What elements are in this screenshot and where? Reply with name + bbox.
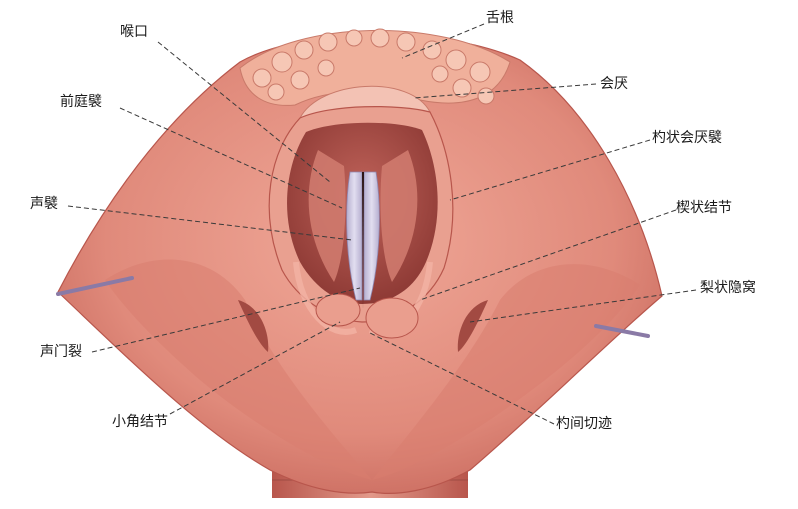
label-lizhuangyinwo: 梨状隐窝 xyxy=(700,280,756,296)
label-xiezhuangjiejie: 楔状结节 xyxy=(676,200,732,216)
leader-xiaojiaojiejie xyxy=(169,321,341,415)
leader-qiantingbi xyxy=(119,107,343,209)
label-xiaojiaojiejie: 小角结节 xyxy=(112,414,168,430)
vestibular-folds xyxy=(308,150,418,282)
label-zhuojianqieji: 杓间切迹 xyxy=(556,416,612,432)
piriform-recesses xyxy=(238,300,488,352)
label-shengmenlie: 声门裂 xyxy=(40,344,82,360)
leader-shegen xyxy=(401,23,485,59)
leader-zhuangzhuanghuiyanbi xyxy=(449,139,651,201)
leader-huiyan xyxy=(413,83,597,99)
retraction-pins xyxy=(56,276,650,338)
leader-xiezhuangjiejie xyxy=(419,209,677,301)
label-qiantingbi: 前庭襞 xyxy=(60,94,102,110)
vocal-folds xyxy=(346,171,380,310)
leader-shengmenlie xyxy=(91,287,361,353)
label-shegen: 舌根 xyxy=(486,10,514,26)
leader-zhuojianqieji xyxy=(367,331,555,425)
label-huiyan: 会厌 xyxy=(600,76,628,92)
aryepiglottic-folds xyxy=(293,261,433,339)
label-shengbi: 声襞 xyxy=(30,196,58,212)
leader-houkou xyxy=(157,41,331,183)
leader-lines xyxy=(67,23,697,425)
label-zhuangzhuanghuiyanbi: 杓状会厌襞 xyxy=(652,130,722,146)
leader-lizhuangyinwo xyxy=(469,289,697,323)
tongue-root xyxy=(239,28,511,106)
label-houkou: 喉口 xyxy=(120,24,148,40)
